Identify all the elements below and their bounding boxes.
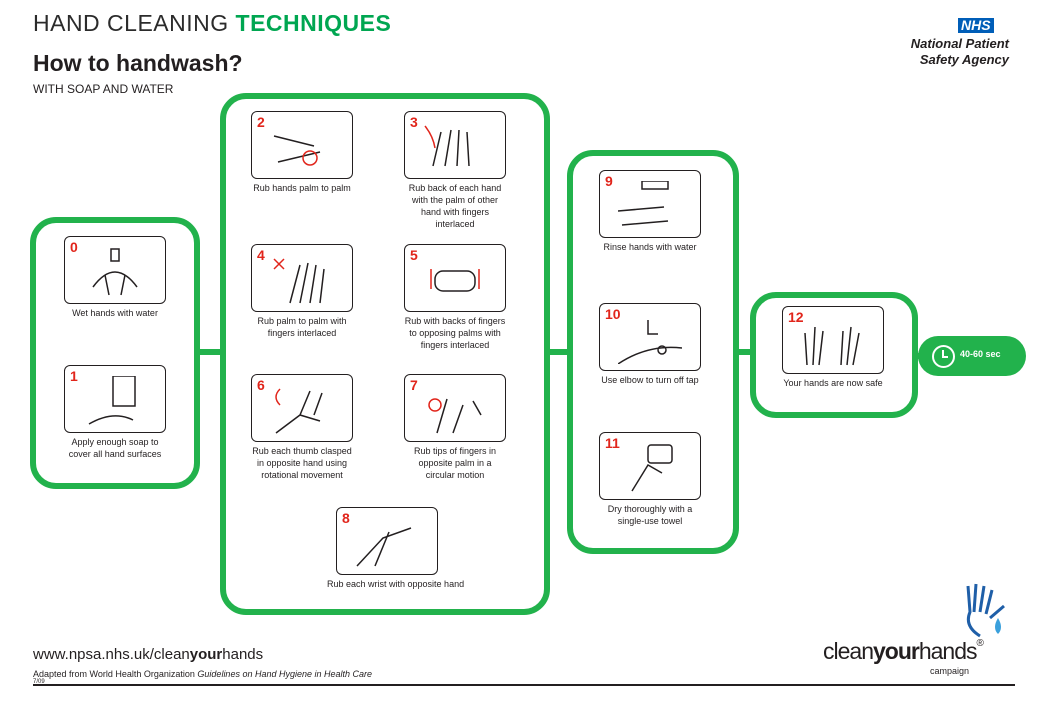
footer-credit: Adapted from World Health Organization G… xyxy=(33,669,372,679)
logo-part: hands xyxy=(918,638,978,664)
panel-wash xyxy=(220,93,550,615)
title-highlight: TECHNIQUES xyxy=(235,10,392,36)
towel-dry-icon xyxy=(631,444,673,492)
tap-icon xyxy=(92,248,138,296)
step-caption: Rub hands palm to palm xyxy=(253,183,351,193)
org-line2: Safety Agency xyxy=(919,52,1009,67)
rinse-tap-icon xyxy=(618,181,669,226)
step-caption: Your hands are now safe xyxy=(783,378,883,388)
step-caption: Use elbow to turn off tap xyxy=(601,375,699,385)
page-subtitle: How to handwash? xyxy=(33,50,243,76)
tagline: WITH SOAP AND WATER xyxy=(33,82,174,96)
elbow-tap-icon xyxy=(618,320,682,364)
step-number: 11 xyxy=(605,435,620,451)
step-number: 9 xyxy=(605,173,613,189)
step-11: 11 Dry thoroughly with a single-use towe… xyxy=(598,432,702,527)
step-number: 2 xyxy=(257,114,265,130)
step-2: 2 Rub hands palm to palm xyxy=(250,111,354,194)
step-caption: Rub palm to palm with fingers interlaced xyxy=(257,316,347,338)
connector-2 xyxy=(544,349,572,355)
url-part: www.npsa.nhs.uk/clean xyxy=(33,646,190,663)
step-6: 6 Rub each thumb clasped in opposite han… xyxy=(250,374,354,481)
footer-rule xyxy=(33,684,1015,686)
campaign-logo: cleanyourhands® xyxy=(823,638,984,665)
step-8: 8 Rub each wrist with opposite hand xyxy=(327,507,465,590)
duration-text: 40-60 sec xyxy=(960,349,1001,359)
footer-url: www.npsa.nhs.uk/cleanyourhands xyxy=(33,646,263,663)
step-4-illustration: 4 xyxy=(251,244,353,312)
logo-reg: ® xyxy=(976,638,984,649)
step-caption: Rub each wrist with opposite hand xyxy=(327,579,465,589)
url-part: hands xyxy=(222,646,264,663)
step-caption: Apply enough soap to cover all hand surf… xyxy=(68,437,162,459)
step-number: 8 xyxy=(342,510,350,526)
fingers-interlaced-icon xyxy=(273,258,325,304)
step-3-illustration: 3 xyxy=(404,111,506,179)
step-7-illustration: 7 xyxy=(404,374,506,442)
step-4: 4 Rub palm to palm with fingers interlac… xyxy=(250,244,354,339)
credit-text: Adapted from World Health Organization xyxy=(33,669,198,679)
step-number: 7 xyxy=(410,377,418,393)
logo-part-bold: your xyxy=(872,638,920,664)
step-3: 3 Rub back of each hand with the palm of… xyxy=(403,111,507,230)
duration-badge: 40-60 sec xyxy=(918,336,1026,376)
logo-part: clean xyxy=(823,638,874,664)
clock-icon xyxy=(932,345,955,368)
credit-italic: Guidelines on Hand Hygiene in Health Car… xyxy=(197,669,373,679)
thumb-clasp-icon xyxy=(275,388,323,434)
connector-1 xyxy=(194,349,224,355)
hands-back-icon xyxy=(424,125,470,167)
url-part-bold: your xyxy=(189,646,223,663)
step-11-illustration: 11 xyxy=(599,432,701,500)
page-title: HAND CLEANING TECHNIQUES xyxy=(33,10,391,37)
step-5-illustration: 5 xyxy=(404,244,506,312)
connector-3 xyxy=(734,349,754,355)
step-0: 0 Wet hands with water xyxy=(63,236,167,319)
step-9-illustration: 9 xyxy=(599,170,701,238)
step-number: 1 xyxy=(70,368,78,384)
step-2-illustration: 2 xyxy=(251,111,353,179)
footer-credit-line2: 7/09 xyxy=(33,679,45,685)
fingertips-icon xyxy=(428,398,482,434)
wrist-rub-icon xyxy=(356,527,412,567)
soap-dispenser-icon xyxy=(88,376,136,425)
step-number: 10 xyxy=(605,306,621,322)
org-line1: National Patient xyxy=(910,36,1009,51)
step-number: 5 xyxy=(410,247,418,263)
step-1-illustration: 1 xyxy=(64,365,166,433)
step-number: 4 xyxy=(257,247,265,263)
step-caption: Rinse hands with water xyxy=(603,242,697,252)
step-12: 12 Your hands are now safe xyxy=(781,306,885,389)
step-1: 1 Apply enough soap to cover all hand su… xyxy=(63,365,167,460)
step-caption: Rub with backs of fingers to opposing pa… xyxy=(404,316,506,350)
hand-water-drop-icon xyxy=(966,583,1005,638)
step-caption: Rub tips of fingers in opposite palm in … xyxy=(413,446,497,480)
step-caption: Wet hands with water xyxy=(72,308,158,318)
step-0-illustration: 0 xyxy=(64,236,166,304)
step-5: 5 Rub with backs of fingers to opposing … xyxy=(403,244,507,351)
hands-palm-to-palm-icon xyxy=(273,135,321,166)
step-9: 9 Rinse hands with water xyxy=(598,170,702,253)
clean-hands-icon xyxy=(804,326,860,366)
step-caption: Rub each thumb clasped in opposite hand … xyxy=(252,446,352,480)
step-7: 7 Rub tips of fingers in opposite palm i… xyxy=(403,374,507,481)
title-prefix: HAND CLEANING xyxy=(33,10,229,36)
step-6-illustration: 6 xyxy=(251,374,353,442)
step-caption: Dry thoroughly with a single-use towel xyxy=(607,504,693,526)
step-number: 12 xyxy=(788,309,804,325)
step-12-illustration: 12 xyxy=(782,306,884,374)
backs-of-fingers-icon xyxy=(430,269,480,292)
step-10: 10 Use elbow to turn off tap xyxy=(598,303,702,386)
step-10-illustration: 10 xyxy=(599,303,701,371)
nhs-logo: NHS xyxy=(958,18,994,33)
step-8-illustration: 8 xyxy=(336,507,438,575)
org-name: National Patient Safety Agency xyxy=(911,36,1009,68)
step-number: 3 xyxy=(410,114,418,130)
step-caption: Rub back of each hand with the palm of o… xyxy=(408,183,502,229)
campaign-logo-sub: campaign xyxy=(930,666,970,676)
step-number: 6 xyxy=(257,377,265,393)
step-number: 0 xyxy=(70,239,78,255)
